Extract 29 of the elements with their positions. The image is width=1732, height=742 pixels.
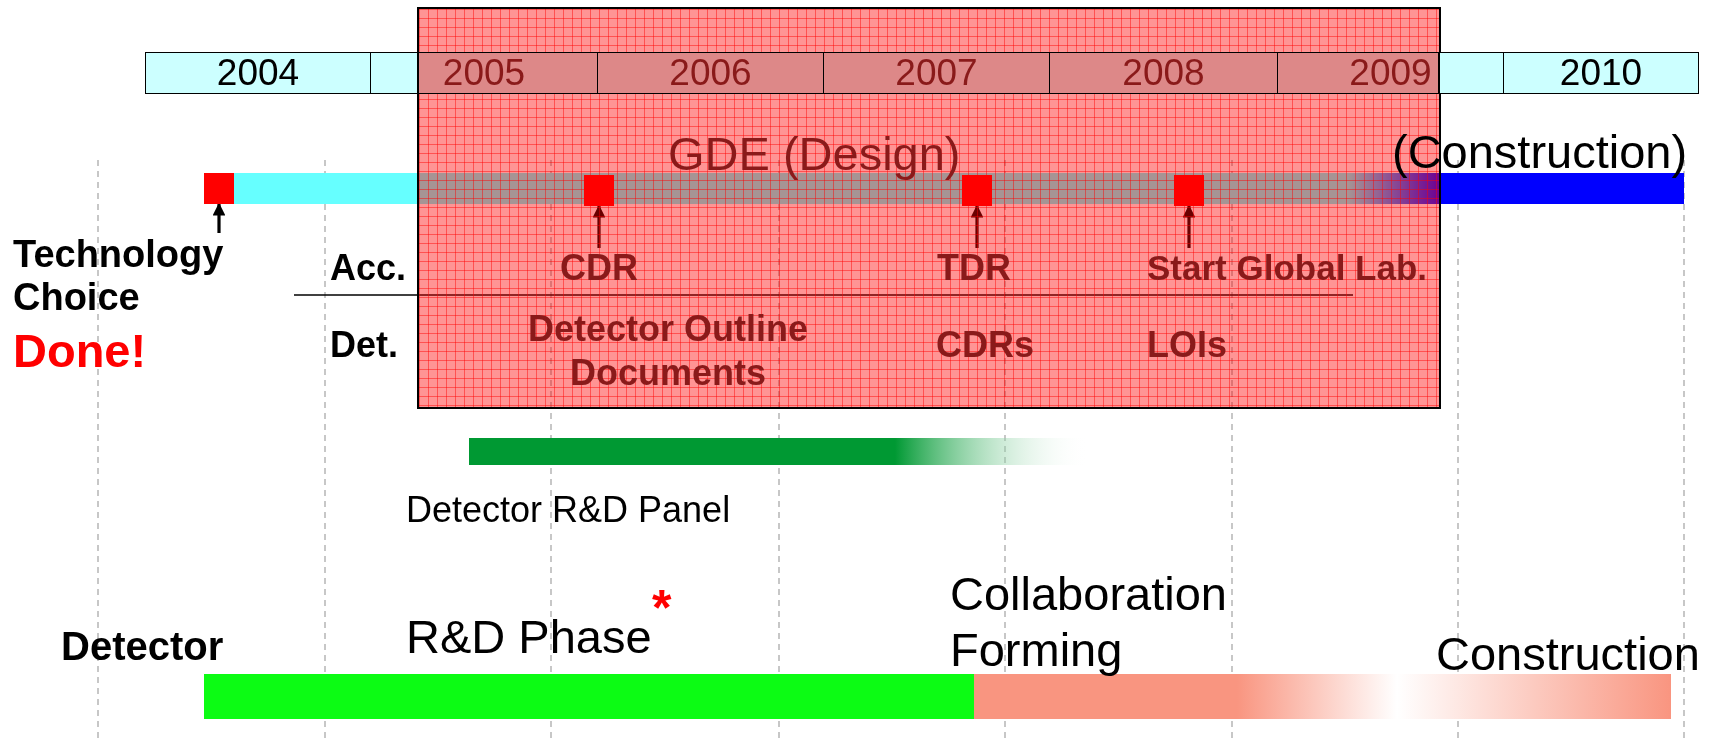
year-cell: 2004 [145,52,371,94]
milestone-label: Start Global Lab. [1147,248,1429,288]
row-label: Detector [61,623,224,670]
phase-label: Construction [1436,626,1700,682]
row-label: Det. [330,323,398,367]
milestone-label: Detector Outline Documents [526,307,809,395]
milestone-marker [962,175,992,206]
year-cell: 2009 [1278,52,1504,94]
milestone-label: LOIs [1147,323,1227,367]
milestone-marker [1174,175,1204,206]
arrow [1182,204,1196,248]
phase-label: R&D Phase [406,609,652,665]
milestone-label: Technology Choice [13,233,225,319]
year-cell: 2005 [371,52,598,94]
bar-label: Detector R&D Panel [406,488,731,532]
footnote-mark: * [652,579,672,638]
year-cell: 2010 [1504,52,1699,94]
milestone-marker [584,175,614,206]
arrow [970,204,984,248]
arrow [592,204,606,248]
status-text: Done! [13,324,148,377]
phase-label: Collaboration Forming [950,566,1228,678]
arrow [212,202,226,233]
phase-title: GDE (Design) [668,128,961,180]
milestone-label: CDR [559,248,639,289]
milestone-marker [204,173,234,204]
milestone-label: TDR [936,248,1012,289]
milestone-label: CDRs [936,323,1034,367]
row-label: Acc. [330,246,407,290]
